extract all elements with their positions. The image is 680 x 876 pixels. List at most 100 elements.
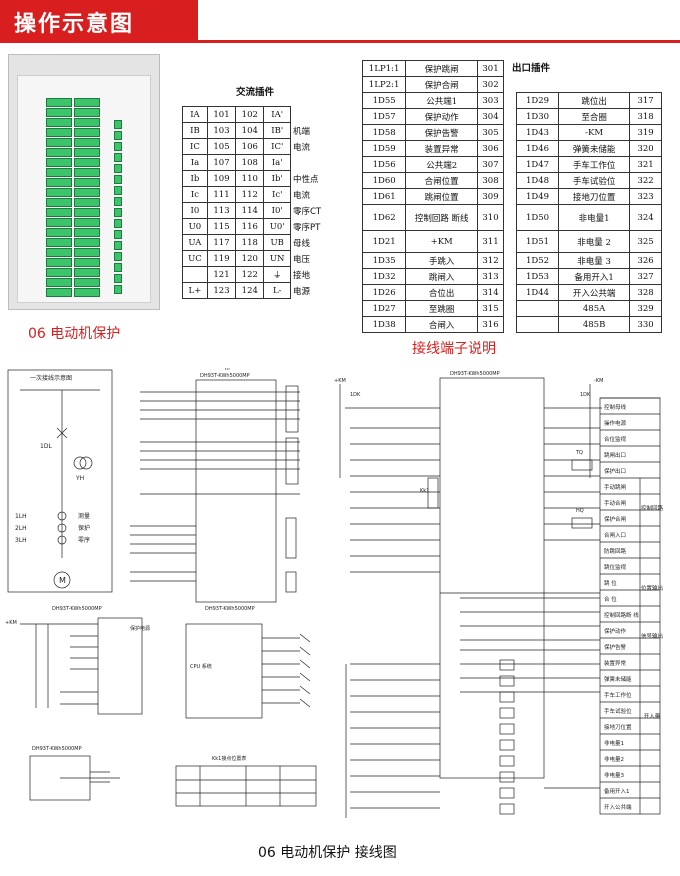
table-cell: Ic — [182, 186, 208, 203]
page-title: 操作示意图 — [14, 12, 135, 37]
terminal-block — [74, 258, 100, 267]
table-cell: 301 — [477, 60, 504, 77]
table-cell: UB — [263, 234, 291, 251]
table-cell: 非电量 2 — [557, 230, 631, 253]
table-cell: 1D43 — [516, 124, 559, 141]
diagram-label: 保护 — [78, 524, 90, 532]
diagram-label: 保护电源 — [130, 625, 150, 632]
table-cell: 312 — [477, 252, 504, 269]
terminal-block — [46, 108, 72, 117]
terminal-block — [114, 153, 122, 162]
optocoupler — [499, 675, 515, 687]
table-cell: 327 — [629, 268, 662, 285]
table-cell: 保护告警 — [405, 124, 479, 141]
terminal-block — [74, 268, 100, 277]
table-cell: 1D57 — [361, 108, 407, 125]
diagram-label: HQ — [576, 508, 584, 514]
table-cell: 115 — [206, 218, 237, 235]
table-cell: 手车工作位 — [557, 156, 631, 173]
diagram-label: 1LH — [15, 513, 27, 520]
table-cell: 备用开入1 — [557, 268, 631, 285]
table-cell: 合闸入 — [405, 316, 479, 333]
table-cell: 323 — [629, 188, 662, 205]
voltage-box — [285, 571, 297, 593]
table-cell: 309 — [477, 188, 504, 205]
table-cell: 314 — [477, 284, 504, 301]
diagram-label: +KM — [334, 378, 346, 384]
table-cell: 117 — [206, 234, 237, 251]
table-cell: 111 — [206, 186, 237, 203]
diagram-label: 保护动作 — [604, 627, 627, 635]
table-cell: 电流 — [289, 186, 334, 203]
table-cell: 1D59 — [361, 140, 407, 157]
diagram-label: TQ — [575, 450, 583, 456]
table-cell: 手车试验位 — [557, 172, 631, 189]
ac-table-title: 交流插件 — [236, 87, 275, 98]
optocoupler — [499, 787, 515, 799]
control-module — [439, 377, 545, 779]
table-cell: 跳闸入 — [405, 268, 479, 285]
table-cell: 跳位出 — [557, 92, 631, 109]
table-cell: L+ — [182, 282, 208, 299]
motor-symbol — [53, 571, 71, 589]
table-cell: 电流 — [289, 138, 334, 155]
table-cell: 119 — [206, 250, 237, 267]
meter-box — [285, 385, 299, 433]
table-cell: IB' — [263, 122, 291, 139]
voltage-box — [285, 517, 297, 559]
terminal-block — [114, 131, 122, 140]
terminal-block — [114, 197, 122, 206]
diagram-label: 非电量3 — [604, 771, 625, 779]
table-cell: 1D48 — [516, 172, 559, 189]
terminal-block — [46, 198, 72, 207]
table-cell: Ia — [182, 154, 208, 171]
table-cell: 至合圈 — [557, 108, 631, 125]
table-cell: 1D52 — [516, 252, 559, 269]
diagram-label: DH93T-KWh5000MP — [200, 373, 250, 379]
wire — [56, 427, 68, 439]
terminal-block — [46, 248, 72, 257]
table-cell: 110 — [235, 170, 265, 187]
table-cell: UN — [263, 250, 291, 267]
terminal-block — [46, 118, 72, 127]
table-cell: 107 — [206, 154, 237, 171]
diagram-label: YH — [75, 475, 84, 482]
pt-symbol — [73, 456, 87, 470]
table-cell: 303 — [477, 92, 504, 109]
table-cell: 116 — [235, 218, 265, 235]
table-cell: +KM — [405, 230, 479, 253]
diagram-label: 控制母线 — [604, 403, 627, 411]
terminal-block — [114, 252, 122, 261]
optocoupler — [499, 755, 515, 767]
terminal-block — [114, 208, 122, 217]
terminal-block — [74, 288, 100, 297]
header-rule — [0, 40, 680, 43]
table-cell: 321 — [629, 156, 662, 173]
table-cell: 1D26 — [361, 284, 407, 301]
diagram-label: 手车工作位 — [604, 691, 632, 699]
diagram-label: 1DK — [580, 392, 591, 398]
table-cell: Ia' — [263, 154, 291, 171]
optocoupler — [499, 803, 515, 815]
ct-symbol — [57, 535, 67, 545]
cpu-module — [185, 623, 263, 719]
device-photo — [8, 54, 160, 310]
diagram-label: 跳 位 — [604, 579, 617, 587]
terminal-block — [74, 158, 100, 167]
table-cell: 112 — [235, 186, 265, 203]
terminal-block — [46, 268, 72, 277]
terminal-block — [46, 138, 72, 147]
table-cell: IC — [182, 138, 208, 155]
